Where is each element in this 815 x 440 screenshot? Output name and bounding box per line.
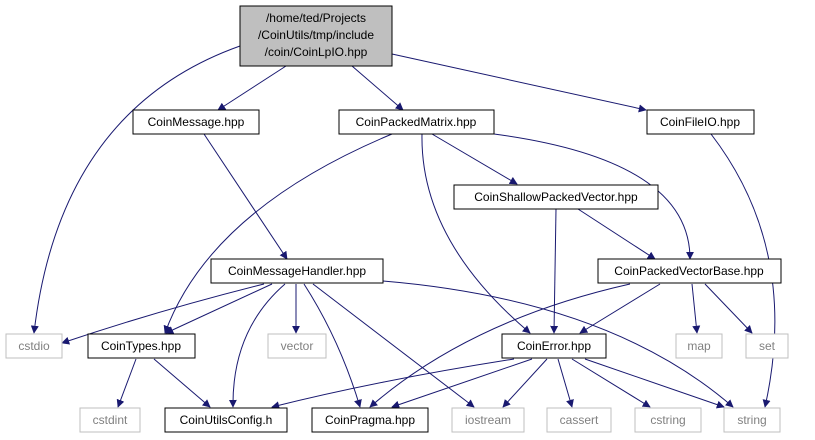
- node-set-label: set: [759, 339, 776, 353]
- node-iostream[interactable]: iostream: [451, 407, 525, 433]
- node-coinmessage-label: CoinMessage.hpp: [148, 115, 245, 129]
- node-map-label: map: [687, 339, 711, 353]
- node-coinutilsconfig[interactable]: CoinUtilsConfig.h: [164, 407, 288, 433]
- node-iostream-label: iostream: [465, 413, 511, 427]
- edge-coinerror-coinutilsconfig: [271, 358, 515, 410]
- node-coinpackedmatrix[interactable]: CoinPackedMatrix.hpp: [338, 109, 495, 135]
- edge-coinshallowpackedvector-coinerror: [550, 208, 559, 334]
- node-map[interactable]: map: [675, 333, 723, 359]
- edge-coinpackedmatrix-cointypes: [163, 133, 393, 334]
- node-root-line-2: /CoinUtils/tmp/include: [258, 28, 374, 42]
- node-coinerror-label: CoinError.hpp: [517, 339, 591, 353]
- node-vector[interactable]: vector: [267, 333, 327, 359]
- edge-coinpackedvectorbase-coinpragma: [369, 283, 631, 408]
- node-coinfileio[interactable]: CoinFileIO.hpp: [646, 109, 755, 135]
- node-coinshallowpackedvector-label: CoinShallowPackedVector.hpp: [474, 190, 638, 204]
- edge-coinmessage-coinmessagehandler: [203, 133, 288, 260]
- node-vector-label: vector: [281, 339, 314, 353]
- node-coinmessage[interactable]: CoinMessage.hpp: [132, 109, 260, 135]
- nodes: /home/ted/Projects /CoinUtils/tmp/includ…: [5, 5, 789, 433]
- node-cstdio[interactable]: cstdio: [5, 333, 63, 359]
- node-coinerror[interactable]: CoinError.hpp: [501, 333, 607, 359]
- edge-coinshallowpackedvector-coinpackedvectorbase: [577, 208, 656, 260]
- edge-root-coinpackedmatrix: [351, 65, 404, 111]
- edge-coinmessagehandler-iostream: [312, 283, 475, 408]
- edge-coinmessagehandler-string: [382, 280, 734, 408]
- edge-coinpackedmatrix-coinpackedvectorbase: [493, 133, 694, 260]
- node-cassert-label: cassert: [560, 413, 599, 427]
- node-coinpragma-label: CoinPragma.hpp: [325, 413, 415, 427]
- node-coinshallowpackedvector[interactable]: CoinShallowPackedVector.hpp: [453, 184, 659, 210]
- edge-cointypes-cstdint: [116, 358, 137, 408]
- node-cstdint-label: cstdint: [93, 413, 128, 427]
- node-coinpackedvectorbase[interactable]: CoinPackedVectorBase.hpp: [597, 258, 782, 284]
- node-coinmessagehandler-label: CoinMessageHandler.hpp: [228, 264, 366, 278]
- node-cassert[interactable]: cassert: [546, 407, 612, 433]
- edge-coinmessagehandler-cointypes: [165, 283, 273, 334]
- node-coinpragma[interactable]: CoinPragma.hpp: [311, 407, 429, 433]
- node-root-line-3: /coin/CoinLpIO.hpp: [265, 45, 368, 59]
- edge-coinpackedmatrix-coinshallowpackedvector: [431, 133, 518, 185]
- edge-coinpackedmatrix-coinerror: [421, 133, 531, 334]
- node-cstring[interactable]: cstring: [634, 407, 702, 433]
- node-coinmessagehandler[interactable]: CoinMessageHandler.hpp: [210, 258, 384, 284]
- node-coinfileio-label: CoinFileIO.hpp: [660, 115, 740, 129]
- edge-root-cstdio: [30, 45, 241, 334]
- edge-coinpackedvectorbase-set: [704, 283, 753, 334]
- node-cstring-label: cstring: [650, 413, 685, 427]
- node-root-line-1: /home/ted/Projects: [266, 11, 366, 25]
- node-cstdint[interactable]: cstdint: [79, 407, 141, 433]
- node-set[interactable]: set: [745, 333, 789, 359]
- node-string[interactable]: string: [723, 407, 781, 433]
- edge-coinmessagehandler-coinpragma: [303, 283, 362, 408]
- node-root[interactable]: /home/ted/Projects /CoinUtils/tmp/includ…: [239, 5, 393, 67]
- node-coinpackedmatrix-label: CoinPackedMatrix.hpp: [356, 115, 477, 129]
- edge-coinmessagehandler-coinutilsconfig: [228, 283, 286, 408]
- node-cstdio-label: cstdio: [18, 339, 50, 353]
- node-cointypes[interactable]: CoinTypes.hpp: [87, 333, 196, 359]
- edge-coinerror-cassert: [557, 358, 574, 408]
- edge-coinerror-coinpragma: [391, 358, 533, 409]
- edge-coinpackedvectorbase-map: [691, 283, 701, 334]
- edge-root-coinfileio: [391, 53, 647, 113]
- edge-coinmessagehandler-cstdio: [61, 283, 265, 345]
- node-string-label: string: [737, 413, 766, 427]
- edge-coinerror-iostream: [502, 358, 548, 408]
- edge-coinerror-string: [584, 358, 725, 409]
- node-coinutilsconfig-label: CoinUtilsConfig.h: [180, 413, 273, 427]
- edge-coinerror-cstring: [571, 358, 651, 408]
- edge-coinpackedvectorbase-coinerror: [579, 283, 661, 334]
- edge-root-coinmessage: [217, 65, 287, 111]
- edge-cointypes-coinutilsconfig: [153, 358, 211, 408]
- node-cointypes-label: CoinTypes.hpp: [101, 339, 181, 353]
- node-coinpackedvectorbase-label: CoinPackedVectorBase.hpp: [614, 264, 764, 278]
- edges: [30, 45, 776, 410]
